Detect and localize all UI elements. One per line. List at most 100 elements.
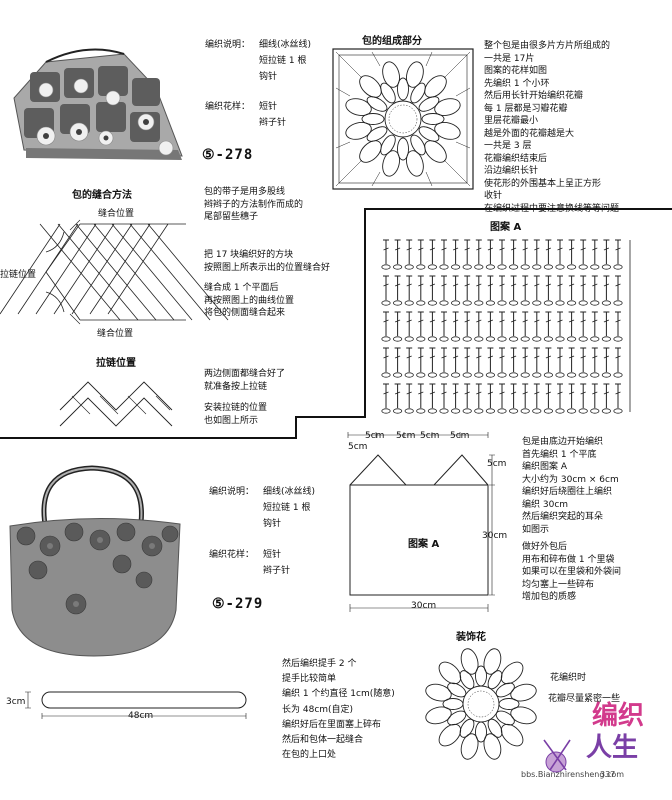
chain-loop: [555, 264, 565, 270]
stitch-bar: [510, 319, 517, 323]
stitch-bar: [580, 283, 586, 287]
spec-line-3-278: 钩针: [259, 72, 278, 82]
seam-top-label: 缝合位置: [98, 209, 135, 219]
chain-loop: [381, 408, 391, 414]
zipper-side-label: 拉链位置: [0, 270, 37, 280]
stitch-bar: [452, 283, 459, 287]
chain-loop: [474, 336, 484, 342]
dim-top-5cm-1: 5cm: [365, 431, 385, 441]
grid-line: [45, 223, 81, 273]
petal: [421, 113, 445, 125]
chain-loop: [613, 372, 623, 378]
body-desc-line: 编织 30cm: [522, 499, 569, 510]
divider-vertical: [295, 416, 297, 439]
seam-bottom-label: 缝合位置: [97, 329, 134, 339]
parts-desc-line: 然后用长针开始编织花瓣: [484, 91, 584, 101]
stitch-bar: [545, 355, 552, 359]
strap-note-line: 尾部留些穗子: [204, 212, 259, 222]
chain-loop: [532, 336, 542, 342]
chain-loop: [601, 336, 611, 342]
watermark-logo-line-2: 人生: [586, 733, 639, 763]
stitch-bar: [476, 355, 482, 359]
stitch-bar: [487, 247, 494, 251]
petal: [425, 683, 452, 702]
sewing-title: 包的缝合方法: [72, 190, 132, 201]
chain-loop: [416, 264, 426, 270]
lining-desc-line: 均匀塞上一些碎布: [522, 579, 595, 590]
petal: [483, 733, 502, 760]
chain-loop: [543, 408, 553, 414]
chain-loop: [404, 300, 414, 306]
chain-loop: [451, 300, 461, 306]
stitch-bar: [615, 247, 621, 251]
grid-line: [129, 223, 211, 321]
chain-loop: [404, 336, 414, 342]
stitch-bar: [394, 247, 401, 251]
petal: [382, 61, 400, 88]
stitch-chart-a: [381, 239, 631, 414]
body-desc-line: 首先编织 1 个平底: [522, 449, 597, 460]
stitch-bar: [441, 319, 447, 323]
zipper-title: 拉链位置: [96, 358, 136, 369]
stitch-bar: [615, 283, 621, 287]
parts-desc-line: 一共是 17片: [484, 53, 535, 64]
parts-desc-line: 先编织 1 个小环: [484, 78, 550, 89]
chain-loop: [393, 372, 403, 378]
chain-loop: [474, 300, 484, 306]
stitch-bar: [545, 319, 552, 323]
stitch-bar: [499, 391, 505, 395]
pattern-label-279: 编织花样：: [209, 550, 255, 560]
photo-granny-bag: [13, 48, 183, 160]
chain-loop: [567, 372, 577, 378]
stitch-bar: [464, 247, 470, 251]
parts-desc-line: 整个包是由很多片方片所组成的: [484, 41, 611, 51]
lining-desc-line: 增加包的质感: [522, 592, 577, 602]
petal: [418, 96, 440, 112]
chain-loop: [532, 372, 542, 378]
chart-a-title: 图案 A: [490, 222, 522, 233]
spec-line-2-278: 短拉链 1 根: [259, 56, 307, 66]
handle-desc-line: 编织 1 个约直径 1cm(随意): [282, 689, 395, 700]
petal: [406, 150, 424, 177]
petal: [425, 706, 452, 725]
stitch-bar: [476, 283, 482, 287]
chain-loop: [427, 300, 438, 306]
stitch-bar: [499, 355, 505, 359]
stitch-bar: [394, 391, 401, 395]
bag-body-diagram: [347, 432, 495, 612]
chain-loop: [427, 264, 438, 270]
stitch-bar: [441, 391, 447, 395]
model-number-278: ⑤-278: [202, 147, 254, 163]
petal: [406, 61, 424, 88]
petal: [510, 706, 537, 725]
stitch-bar: [615, 319, 621, 323]
stitch-bar: [522, 283, 528, 287]
grid-line: [39, 223, 121, 321]
flower-title: 装饰花: [456, 632, 486, 643]
grid-line: [57, 223, 139, 321]
stitch-bar: [615, 355, 621, 359]
dim-body-width: 30cm: [411, 601, 437, 611]
stitch-bar: [429, 247, 436, 251]
body-desc-line: 编织图案 A: [522, 462, 568, 472]
chain-loop: [509, 300, 519, 306]
stitch-bar: [441, 247, 447, 251]
chain-loop: [590, 408, 600, 414]
stitch-bar: [557, 283, 563, 287]
grid-line: [0, 223, 61, 315]
stitch-bar: [592, 319, 598, 323]
chain-loop: [590, 300, 600, 306]
grid-line: [111, 223, 193, 321]
chain-loop: [381, 300, 391, 306]
parts-desc-line: 图案的花样如图: [484, 66, 548, 76]
chain-loop: [578, 264, 588, 270]
chain-loop: [381, 372, 391, 378]
stitch-bar: [603, 247, 610, 251]
grid-line: [75, 223, 157, 321]
watermark-url: bbs.Bianzhirensheng.com: [521, 770, 625, 779]
stitch-bar: [568, 319, 575, 323]
stitch-bar: [522, 391, 528, 395]
parts-desc-line: 使花形的外围基本上呈正方形: [484, 178, 602, 189]
parts-square-diagram: [332, 48, 474, 190]
petal: [345, 98, 372, 116]
